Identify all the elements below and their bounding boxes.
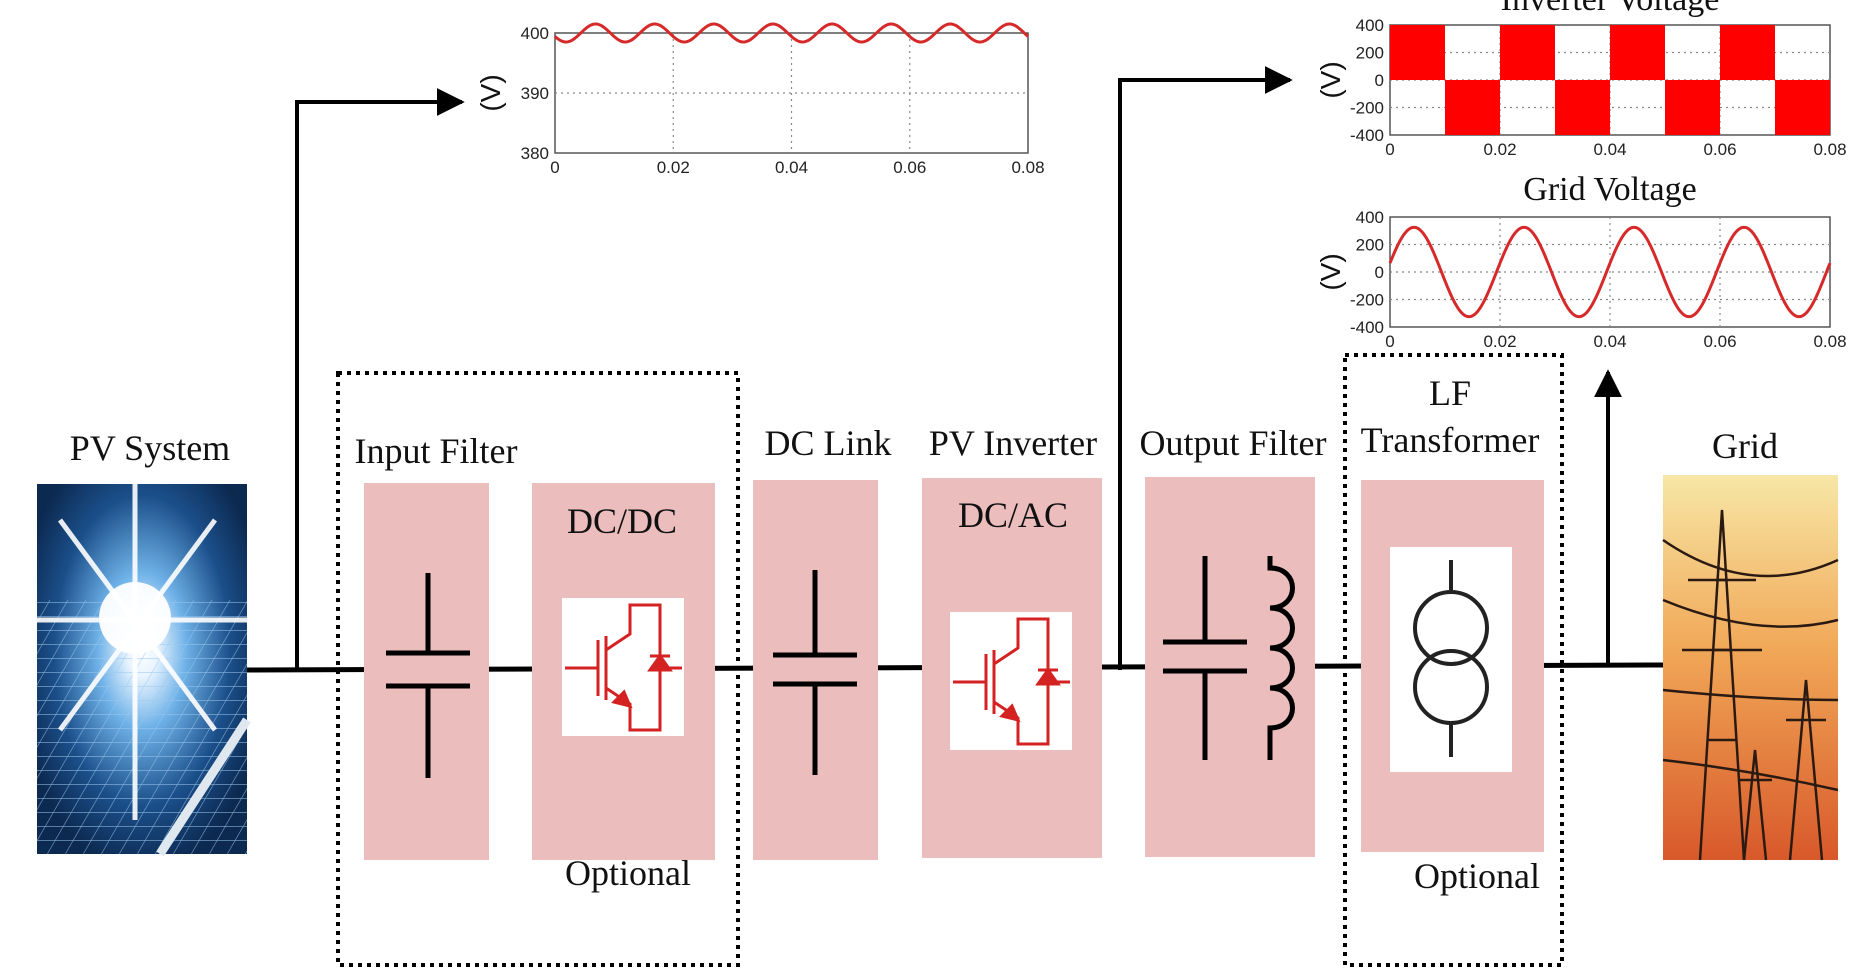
x-tick-label: 0.06 [1703,140,1736,159]
y-tick-label: 0 [1375,71,1384,90]
x-tick-label: 0.02 [1483,332,1516,351]
ripple-trace [554,22,1030,44]
x-tick-label: 0.08 [1813,332,1846,351]
chart-title: Grid Voltage [1523,171,1696,208]
sine-trace [1388,225,1832,319]
igbt-switch-icon [565,603,682,732]
y-tick-label: 400 [521,24,549,43]
transformer-label: Transformer [1361,420,1540,460]
x-tick-label: 0.04 [1593,140,1626,159]
x-tick-label: 0.08 [1011,158,1044,177]
pwm-pulse-block [1610,25,1665,80]
x-tick-label: 0.06 [893,158,926,177]
pv-system-image [37,484,251,857]
x-tick-label: 0.02 [1483,140,1516,159]
y-tick-label: 400 [1356,208,1384,227]
dc-voltage-chart: 0 0.02 0.04 0.06 0.08 400 390 380 (V) [475,22,1045,177]
y-axis-label: (V) [1315,253,1346,290]
dcdc-block [532,483,715,860]
lc-filter-icon [1163,556,1295,760]
y-tick-label: 380 [521,144,549,163]
x-tick-label: 0.06 [1703,332,1736,351]
y-tick-label: 200 [1356,44,1384,63]
dc-link-block [753,480,878,860]
capacitor-icon [773,570,857,775]
igbt-switch-icon [953,617,1070,746]
x-tick-label: 0 [1385,140,1394,159]
optional-left-label: Optional [565,853,691,893]
lf-label: LF [1429,373,1471,413]
output-filter-block [1145,477,1315,857]
x-tick-label: 0.08 [1813,140,1846,159]
y-tick-label: 200 [1356,236,1384,255]
optional-group-right [1343,353,1564,967]
input-filter-block [364,483,489,860]
capacitor-icon [386,573,470,778]
grid-voltage-chart: 0 0.02 0.04 0.06 0.08 400 200 0 -200 -400 (V) Grid … [1315,171,1847,351]
y-axis-label: (V) [475,74,506,111]
pv-inverter-label: PV Inverter [929,423,1097,463]
pwm-pulse-block [1555,80,1610,135]
dcac-label: DC/AC [958,495,1068,535]
output-filter-label: Output Filter [1140,423,1327,463]
pwm-pulse-block [1720,25,1775,80]
inverter-voltage-chart: 0 0.02 0.04 0.06 0.08 400 200 0 -200 -400 (V) Inver… [1315,0,1847,159]
grid-image [1662,475,1839,861]
transformer-block [1361,480,1544,852]
y-tick-label: 400 [1356,16,1384,35]
input-filter-label: Input Filter [355,431,518,471]
optional-right-label: Optional [1414,856,1540,896]
optional-group-left [336,371,740,967]
y-tick-label: 390 [521,84,549,103]
pwm-pulse-block [1390,25,1445,80]
dc-measure-arrow [295,88,465,670]
pv-system-label: PV System [70,428,230,468]
grid-label: Grid [1712,426,1778,466]
y-tick-label: 0 [1375,263,1384,282]
power-tower-icon [1662,509,1839,861]
pwm-pulse-block [1665,80,1720,135]
pv-inverter-block [922,478,1102,858]
dc-link-label: DC Link [764,423,891,463]
pwm-pulse-block [1775,80,1830,135]
y-tick-label: -200 [1350,291,1384,310]
x-tick-label: 0 [1385,332,1394,351]
y-tick-label: -400 [1350,126,1384,145]
x-tick-label: 0.04 [775,158,808,177]
x-tick-label: 0 [550,158,559,177]
x-tick-label: 0.04 [1593,332,1626,351]
pwm-pulse-block [1500,25,1555,80]
y-tick-label: -400 [1350,318,1384,337]
dcdc-label: DC/DC [567,501,677,541]
y-axis-label: (V) [1315,61,1346,98]
chart-title: Inverter Voltage [1501,0,1720,18]
x-tick-label: 0.02 [657,158,690,177]
pwm-pulse-block [1445,80,1500,135]
inverter-measure-arrow [1118,66,1293,670]
y-tick-label: -200 [1350,99,1384,118]
transformer-icon [1413,560,1489,757]
